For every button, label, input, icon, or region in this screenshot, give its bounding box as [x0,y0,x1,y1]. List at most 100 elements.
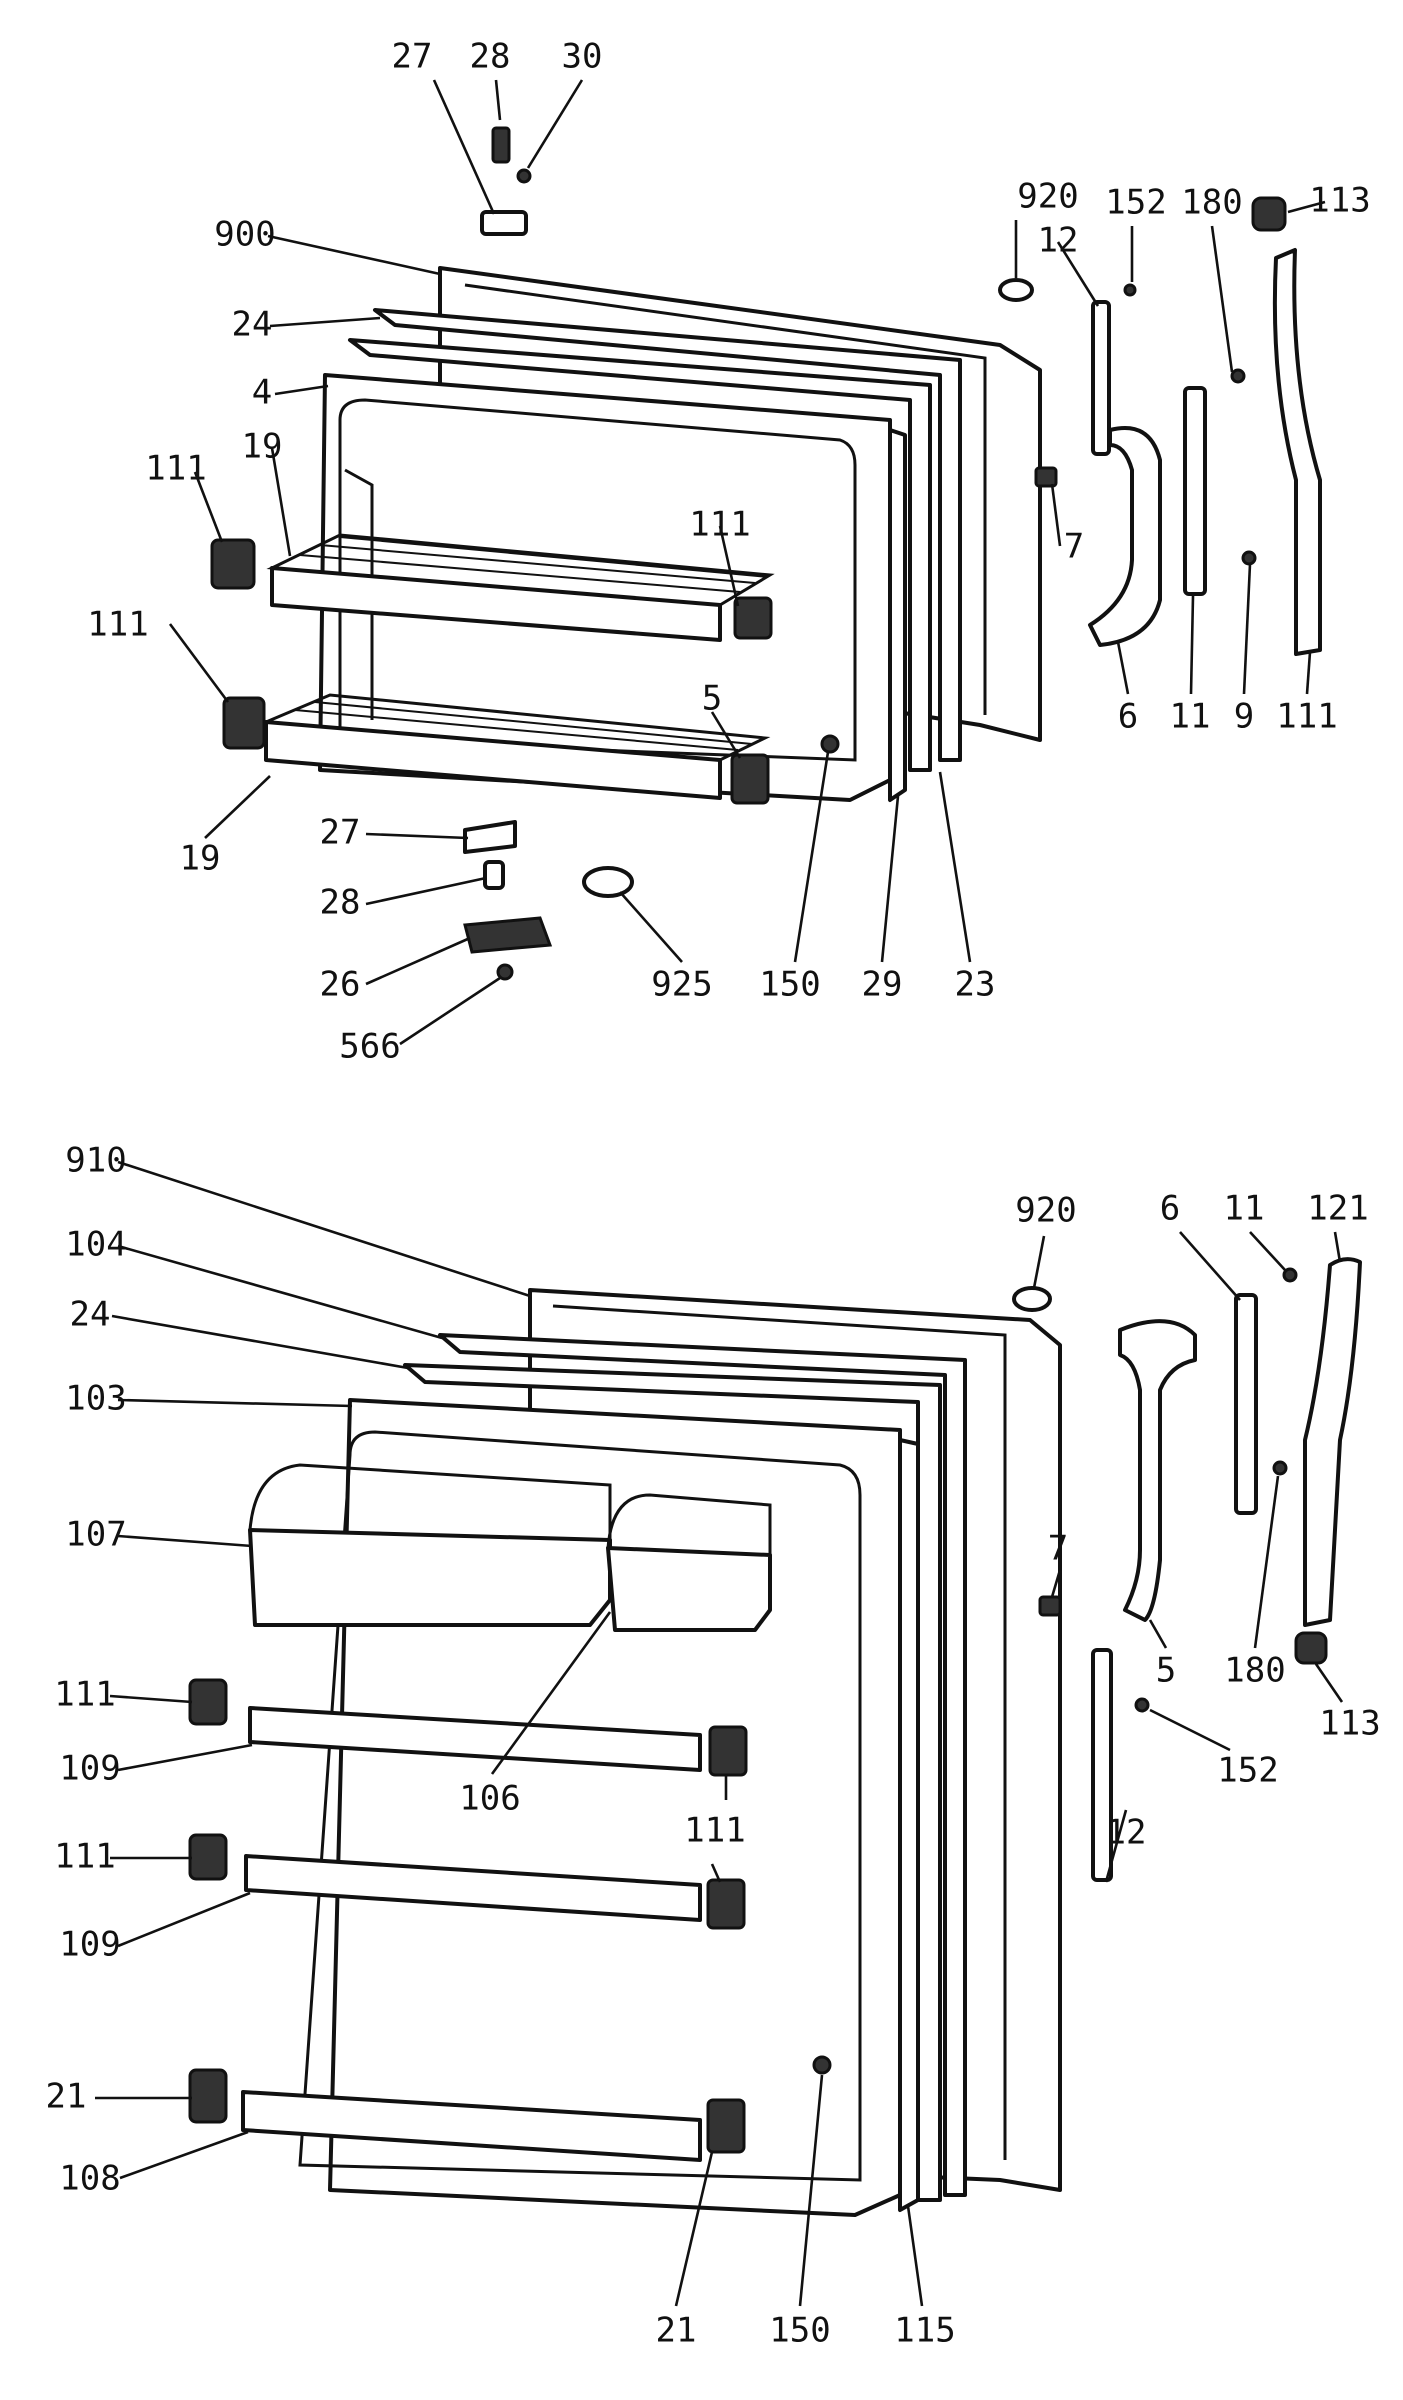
freezer-door-assembly [210,126,1322,981]
callout-5-fresh: 5 [1156,1651,1176,1691]
freezer-shelf-end-cap-left-lower [222,696,266,750]
callout-111-fresh-right-upper: 111 [684,1811,745,1851]
freezer-screw-11 [1241,550,1257,566]
freezer-bottom-hinge-bracket [463,820,517,854]
fresh-food-liner-cavity [298,1430,862,2182]
callout-106: 106 [459,1779,520,1819]
freezer-liner-step [344,468,374,720]
freezer-inner-door-liner [318,373,892,802]
fresh-food-handle-5 [1118,1319,1197,1622]
callout-9: 111 [1276,697,1337,737]
callout-26: 26 [320,965,361,1005]
callout-111-freezer-right-upper: 111 [689,505,750,545]
fresh-food-dairy-door-107 [248,1528,612,1627]
callout-12-fresh: 12 [1106,1813,1147,1853]
callout-111-freezer-left-upper: 111 [145,449,206,489]
freezer-shelf-end-cap-right-lower [730,753,770,805]
callout-4: 4 [252,373,272,413]
freezer-handle-trim-6 [1183,386,1207,596]
callout-111-freezer-right-lower: 5 [702,679,722,719]
fresh-food-stop-7 [1038,1595,1062,1617]
freezer-stop-7 [1034,466,1058,488]
callout-21-left: 21 [46,2077,87,2117]
fresh-food-outer-door-inner-edge [552,1304,1007,2160]
fresh-food-liner-screw-150 [812,2055,832,2075]
fresh-food-handle-bar-12 [1091,1648,1113,1882]
callout-7-freezer: 7 [1064,527,1084,567]
callout-19-upper: 19 [242,427,283,467]
callout-111-freezer-left-lower: 111 [87,605,148,645]
callout-28-bottom: 28 [320,883,361,923]
fresh-food-shelf-bar-upper [248,1706,702,1772]
callout-103: 103 [65,1379,126,1419]
freezer-lower-shelf [264,693,771,800]
fresh-food-end-cap-right-middle [706,1878,746,1930]
freezer-handle-cover-9 [1272,248,1322,656]
callout-925: 925 [651,965,712,1005]
callout-152-freezer: 152 [1105,183,1166,223]
callout-29: 29 [862,965,903,1005]
freezer-plug-button-925 [582,866,634,898]
callout-21-right: 21 [656,2311,697,2351]
fresh-food-end-cap-right-upper [708,1725,748,1777]
fresh-food-dairy-door-106 [606,1546,772,1632]
callout-19-lower: 19 [180,839,221,879]
fresh-food-screw-11 [1282,1267,1298,1283]
fresh-food-handle-cover-121 [1303,1257,1362,1627]
callout-23: 23 [955,965,996,1005]
callout-180-freezer: 180 [1181,183,1242,223]
fresh-food-shelf-bar-bottom [241,2090,702,2162]
callout-566: 566 [339,1027,400,1067]
fresh-food-end-cap-113 [1294,1631,1328,1665]
freezer-liner-screw-150 [820,734,840,754]
freezer-screw-180 [1230,368,1246,384]
callout-27-top: 27 [392,37,433,77]
callout-150-fresh: 150 [769,2311,830,2351]
freezer-top-hinge-pin [491,126,511,164]
fresh-food-end-cap-right-21 [706,2098,746,2154]
freezer-handle-bar-12 [1091,300,1111,456]
freezer-top-hinge-bracket [480,210,528,236]
freezer-screw-152 [1123,283,1137,297]
callout-152-fresh: 152 [1217,1751,1278,1791]
fresh-food-door-frame [438,1333,967,2197]
freezer-upper-shelf [266,533,775,642]
callout-24-fresh: 24 [70,1295,111,1335]
freezer-bottom-hinge-plate [463,916,553,954]
fresh-food-end-cap-left-21 [188,2068,228,2124]
callout-5-freezer: 6 [1118,697,1138,737]
callout-6-freezer: 11 [1170,697,1211,737]
callout-111-fresh-left-lower: 111 [54,1837,115,1877]
callout-910: 910 [65,1141,126,1181]
callout-30: 30 [562,37,603,77]
callout-121: 121 [1307,1189,1368,1229]
callout-6-fresh: 6 [1160,1189,1180,1229]
callout-111-fresh-left-upper: 111 [54,1675,115,1715]
callout-920-freezer: 920 [1017,177,1078,217]
fresh-food-shelf-bar-middle [244,1854,702,1922]
freezer-outer-door-inner-edge [464,283,987,715]
fresh-food-end-cap-left-111-upper [188,1678,228,1726]
fresh-food-handle-trim-6 [1234,1293,1258,1515]
freezer-top-screw [516,168,532,184]
freezer-door-frame [373,308,962,762]
callout-108: 108 [59,2159,120,2199]
freezer-shelf-end-cap-left-upper [210,538,256,590]
callout-28-top: 28 [470,37,511,77]
freezer-plug-button-920 [998,278,1034,302]
fresh-food-plug-button-920 [1012,1286,1052,1312]
callout-27-bottom: 27 [320,813,361,853]
callout-900: 900 [214,215,275,255]
callout-109-lower: 109 [59,1925,120,1965]
freezer-end-cap-113 [1251,196,1287,232]
freezer-shelf-end-cap-right-upper [733,596,773,640]
callout-7-fresh: 7 [1048,1529,1068,1569]
callout-11-freezer: 9 [1234,697,1254,737]
callout-113-fresh: 113 [1319,1704,1380,1744]
callout-104: 104 [65,1225,126,1265]
callout-24-freezer: 24 [232,305,273,345]
fresh-food-dairy-door-top [248,1463,612,1540]
fresh-food-screw-152 [1134,1697,1150,1713]
freezer-door-gasket [348,338,932,772]
